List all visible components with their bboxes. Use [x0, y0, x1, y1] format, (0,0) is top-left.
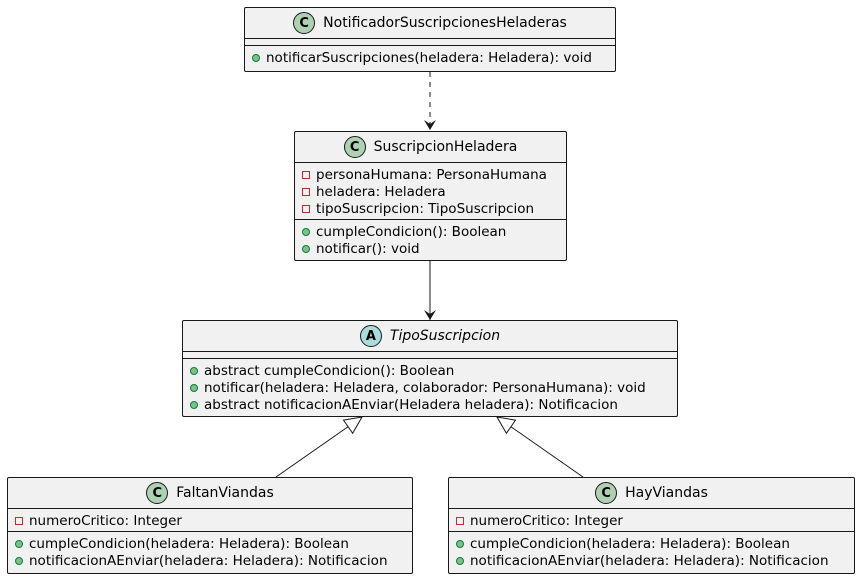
class-faltan-viandas[interactable]: C FaltanViandas numeroCritico: Integer c… [7, 477, 413, 574]
method-row: notificar(heladera: Heladera, colaborado… [189, 379, 677, 396]
field-row: personaHumana: PersonaHumana [301, 166, 566, 183]
inheritance-faltan-tipo [275, 416, 363, 478]
class-header: C NotificadorSuscripcionesHeladeras [245, 8, 615, 38]
class-name: FaltanViandas [176, 485, 274, 501]
private-visibility-icon [456, 516, 464, 525]
method-row: cumpleCondicion(heladera: Heladera): Boo… [14, 535, 412, 552]
method-text: cumpleCondicion(heladera: Heladera): Boo… [29, 535, 349, 552]
private-visibility-icon [15, 516, 23, 525]
method-text: notificar(heladera: Heladera, colaborado… [204, 379, 646, 396]
class-name: HayViandas [625, 485, 708, 501]
class-stereotype-icon: C [293, 12, 316, 34]
class-hay-viandas[interactable]: C HayViandas numeroCritico: Integer cump… [448, 477, 855, 574]
methods-section: cumpleCondicion(heladera: Heladera): Boo… [449, 531, 854, 571]
method-row: abstract notificacionAEnviar(Heladera he… [189, 396, 677, 413]
method-text: notificar(): void [316, 240, 420, 257]
method-text: cumpleCondicion(): Boolean [316, 223, 507, 240]
method-text: notificarSuscripciones(heladera: Helader… [266, 49, 592, 66]
method-row: cumpleCondicion(): Boolean [301, 223, 566, 240]
abstract-stereotype-icon: A [359, 325, 382, 347]
method-row: notificacionAEnviar(heladera: Heladera):… [455, 552, 854, 569]
class-header: A TipoSuscripcion [183, 321, 677, 351]
field-text: tipoSuscripcion: TipoSuscripcion [316, 200, 535, 217]
field-row: numeroCritico: Integer [455, 512, 854, 529]
fields-section [245, 38, 615, 45]
class-tipo-suscripcion[interactable]: A TipoSuscripcion abstract cumpleCondici… [182, 320, 678, 417]
private-visibility-icon [302, 170, 310, 179]
method-text: abstract notificacionAEnviar(Heladera he… [204, 396, 618, 413]
public-visibility-icon [15, 539, 23, 548]
class-stereotype-icon: C [595, 482, 618, 504]
public-visibility-icon [190, 383, 198, 392]
method-text: notificacionAEnviar(heladera: Heladera):… [29, 552, 388, 569]
class-suscripcion-heladera[interactable]: C SuscripcionHeladera personaHumana: Per… [294, 131, 567, 261]
field-row: tipoSuscripcion: TipoSuscripcion [301, 200, 566, 217]
public-visibility-icon [302, 227, 310, 236]
method-row: cumpleCondicion(heladera: Heladera): Boo… [455, 535, 854, 552]
method-row: notificarSuscripciones(heladera: Helader… [251, 49, 615, 66]
fields-section: numeroCritico: Integer [449, 508, 854, 531]
method-row: notificacionAEnviar(heladera: Heladera):… [14, 552, 412, 569]
fields-section: numeroCritico: Integer [8, 508, 412, 531]
methods-section: cumpleCondicion(heladera: Heladera): Boo… [8, 531, 412, 571]
method-text: abstract cumpleCondicion(): Boolean [204, 362, 455, 379]
class-name: SuscripcionHeladera [373, 139, 518, 155]
class-header: C FaltanViandas [8, 478, 412, 508]
public-visibility-icon [190, 400, 198, 409]
class-stereotype-icon: C [343, 136, 366, 158]
method-row: abstract cumpleCondicion(): Boolean [189, 362, 677, 379]
class-notificador[interactable]: C NotificadorSuscripcionesHeladeras noti… [244, 7, 616, 72]
field-row: heladera: Heladera [301, 183, 566, 200]
field-text: numeroCritico: Integer [470, 512, 623, 529]
fields-section [183, 351, 677, 358]
field-row: numeroCritico: Integer [14, 512, 412, 529]
private-visibility-icon [302, 204, 310, 213]
class-header: C HayViandas [449, 478, 854, 508]
method-text: cumpleCondicion(heladera: Heladera): Boo… [470, 535, 790, 552]
private-visibility-icon [302, 187, 310, 196]
class-name: TipoSuscripcion [389, 328, 501, 344]
methods-section: notificarSuscripciones(heladera: Helader… [245, 45, 615, 68]
field-text: numeroCritico: Integer [29, 512, 182, 529]
public-visibility-icon [456, 539, 464, 548]
field-text: personaHumana: PersonaHumana [316, 166, 547, 183]
method-text: notificacionAEnviar(heladera: Heladera):… [470, 552, 829, 569]
public-visibility-icon [302, 244, 310, 253]
inheritance-hay-tipo [496, 416, 584, 478]
class-header: C SuscripcionHeladera [295, 132, 566, 162]
field-text: heladera: Heladera [316, 183, 446, 200]
class-stereotype-icon: C [146, 482, 169, 504]
public-visibility-icon [15, 556, 23, 565]
public-visibility-icon [190, 366, 198, 375]
public-visibility-icon [456, 556, 464, 565]
method-row: notificar(): void [301, 240, 566, 257]
public-visibility-icon [252, 53, 260, 62]
class-name: NotificadorSuscripcionesHeladeras [323, 15, 567, 31]
